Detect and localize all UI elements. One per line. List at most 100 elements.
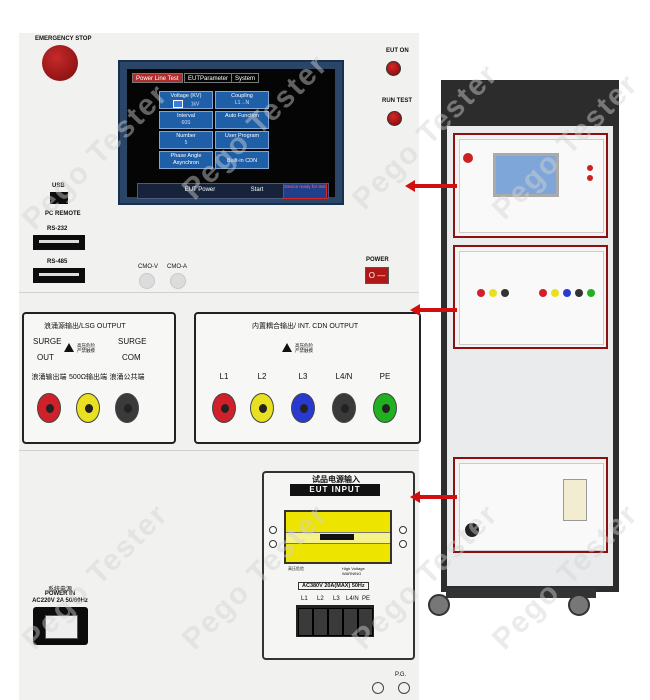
run-test-label: RUN TEST — [382, 98, 412, 104]
terminal-label-pe: PE — [362, 596, 371, 602]
power-in-rating: AC220V 2A 50/60Hz — [32, 598, 88, 604]
interval-cell[interactable]: Interval 60S — [159, 111, 213, 129]
power-in-title: POWER IN — [44, 591, 76, 597]
surge-com-jack[interactable] — [115, 393, 139, 423]
interval-value: 60S — [181, 120, 191, 126]
arrow-line — [415, 184, 457, 188]
screw-icon — [399, 526, 407, 534]
lsg-output-title: 浪涌源输出/LSG OUTPUT — [44, 323, 126, 330]
arrow-left-icon — [410, 304, 420, 316]
rs232-port[interactable] — [33, 235, 85, 250]
rs485-port[interactable] — [33, 268, 85, 283]
cabinet-jack — [501, 289, 509, 297]
jack-label-500ohm: 500Ω输出端 — [69, 374, 107, 381]
start-button[interactable]: Start — [250, 187, 264, 193]
cdn-warning-text: 高压危险 严禁触摸 — [295, 343, 313, 353]
jack-label-l3: L3 — [298, 372, 308, 381]
screw-icon — [269, 526, 277, 534]
touch-screen: Power Line Test EUTParameter System Volt… — [127, 69, 335, 199]
power-switch[interactable]: O — — [365, 267, 389, 284]
tab-eut-suffix: Parameter — [200, 76, 229, 82]
voltage-cell[interactable]: Voltage (KV) 1kV — [159, 91, 213, 109]
jack-label-pe: PE — [379, 372, 391, 381]
user-program-button[interactable]: User Program — [215, 131, 269, 149]
auto-function-button[interactable]: Auto Function — [215, 111, 269, 129]
surge-out-label-2: OUT — [37, 353, 54, 362]
eut-input-panel — [262, 471, 415, 660]
l4n-jack[interactable] — [332, 393, 356, 423]
l2-jack[interactable] — [250, 393, 274, 423]
power-in-socket[interactable] — [33, 607, 88, 645]
breaker-lever[interactable] — [320, 534, 354, 540]
pg-label: P.G. — [395, 672, 407, 678]
pe-jack[interactable] — [373, 393, 397, 423]
cmo-v-connector[interactable] — [139, 273, 155, 289]
cabinet-section-output — [453, 245, 608, 349]
eut-terminal-block[interactable] — [296, 605, 374, 637]
coupling-label: Coupling — [231, 93, 253, 99]
eut-on-label: EUT ON — [386, 48, 409, 54]
power-in-title-cn: 系统电源 — [47, 587, 73, 593]
eut-input-title: EUT INPUT — [290, 484, 380, 496]
eut-on-button[interactable] — [386, 61, 401, 76]
warning-icon — [64, 343, 74, 352]
usb-label: USB — [52, 183, 65, 189]
coupling-value: L1→N — [234, 100, 250, 106]
voltage-label: Voltage (KV) — [170, 93, 202, 99]
terminal-label-l1: L1 — [301, 596, 308, 602]
terminal-label-l2: L2 — [317, 596, 324, 602]
phase-angle-cell[interactable]: Phase Angle Asynchron — [159, 151, 213, 169]
cabinet-jack — [563, 289, 571, 297]
cabinet-lamp — [587, 175, 593, 181]
eut-power-button[interactable]: EUT Power — [184, 187, 216, 193]
touch-screen-frame: Power Line Test EUTParameter System Volt… — [118, 60, 344, 205]
emergency-stop-label: EMERGENCY STOP — [35, 36, 92, 42]
arrow-line — [420, 495, 457, 499]
eut-input-rating: AC380V 20A(MAX) 50Hz — [298, 582, 369, 590]
surge-com-label-2: COM — [122, 353, 141, 362]
rs232-label: RS-232 — [47, 226, 68, 232]
run-test-button[interactable] — [387, 111, 402, 126]
cabinet-panel — [459, 251, 604, 345]
terminal-label-l4n: L4/N — [346, 596, 359, 602]
built-in-cdn-button[interactable]: Built-in CDN — [215, 151, 269, 169]
bottom-bar — [137, 183, 329, 199]
cabinet-jack — [539, 289, 547, 297]
terminal-label-l3: L3 — [333, 596, 340, 602]
l1-jack[interactable] — [212, 393, 236, 423]
cabinet-base — [446, 588, 596, 598]
wheel-icon — [568, 594, 590, 616]
surge-out-jack[interactable] — [37, 393, 61, 423]
cabinet-jack — [575, 289, 583, 297]
cmo-v-label: CMO-V — [138, 264, 158, 270]
jack-label-l2: L2 — [257, 372, 267, 381]
number-value: 5 — [184, 140, 188, 146]
emergency-stop-button[interactable] — [42, 45, 78, 81]
usb-port[interactable] — [50, 192, 68, 204]
cmo-a-connector[interactable] — [170, 273, 186, 289]
number-cell[interactable]: Number 5 — [159, 131, 213, 149]
cabinet-socket — [465, 523, 479, 537]
tab-power-line-test[interactable]: Power Line Test — [132, 73, 183, 83]
voltage-indicator — [172, 100, 183, 108]
tab-system[interactable]: System — [231, 73, 260, 83]
screw-icon — [269, 540, 277, 548]
cabinet-section-input — [453, 457, 608, 553]
arrow-left-icon — [410, 491, 420, 503]
eut-warning-right: High Voltage WARNING — [342, 566, 365, 576]
coupling-cell[interactable]: Coupling L1→N — [215, 91, 269, 109]
500ohm-jack[interactable] — [76, 393, 100, 423]
cabinet-section-control — [453, 133, 608, 238]
cabinet-jack — [551, 289, 559, 297]
cabinet-lamp — [587, 165, 593, 171]
eut-input-breaker[interactable] — [284, 510, 392, 564]
cabinet-jack — [587, 289, 595, 297]
ground-icon — [372, 682, 384, 694]
l3-jack[interactable] — [291, 393, 315, 423]
divider — [19, 450, 419, 451]
rs485-label: RS-485 — [47, 259, 68, 265]
warning-icon — [282, 343, 292, 352]
power-label: POWER — [366, 257, 389, 263]
cdn-output-title: 内置耦合输出/ INT. CDN OUTPUT — [252, 323, 359, 330]
tab-eut-parameter[interactable]: EUTParameter — [184, 73, 233, 83]
